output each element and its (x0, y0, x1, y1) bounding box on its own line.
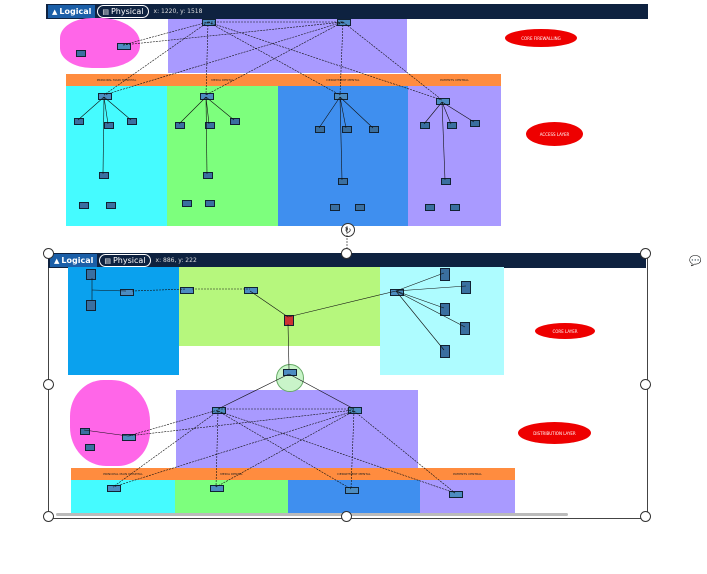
bottom-zone-cyan (71, 480, 175, 515)
top-phone-3[interactable] (342, 126, 352, 133)
bottom-wan-router-1[interactable] (180, 287, 194, 294)
bottom-zone-wan-green (179, 267, 381, 346)
bottom-edge-router[interactable] (283, 369, 297, 376)
top-band-3: DEPARTMENT MENTAL (278, 74, 408, 86)
resize-handle-top-right[interactable] (640, 248, 651, 259)
bottom-zone-server-blue (68, 267, 179, 375)
top-pc-1[interactable] (74, 118, 84, 125)
top-pc-2[interactable] (175, 122, 185, 129)
bottom-dmz-server-3[interactable] (440, 303, 450, 316)
bottom-firewall[interactable] (284, 315, 294, 326)
logical-icon: ▲ (54, 256, 60, 265)
bottom-admin-laptop[interactable] (85, 444, 95, 451)
bottom-tab-physical[interactable]: ▤ Physical (99, 254, 151, 267)
bottom-server-1[interactable] (86, 269, 96, 280)
top-admin-pc[interactable] (76, 50, 86, 57)
top-ap-1[interactable] (99, 172, 109, 179)
top-tab-logical[interactable]: ▲ Logical (48, 5, 96, 18)
top-access-switch-2[interactable] (200, 93, 214, 100)
resize-handle-bottom-middle[interactable] (341, 511, 352, 522)
bottom-admin-switch[interactable] (122, 434, 136, 441)
top-ap-3[interactable] (338, 178, 348, 185)
physical-page-icon: ▤ (102, 7, 109, 16)
top-laptop-1[interactable] (79, 202, 89, 209)
top-laptop-2[interactable] (182, 200, 192, 207)
rotate-handle-icon[interactable]: ↻ (341, 223, 355, 237)
bottom-dmz-server-5[interactable] (440, 345, 450, 358)
top-phone-4[interactable] (447, 122, 457, 129)
top-laptop-3[interactable] (330, 204, 340, 211)
resize-handle-middle-left[interactable] (43, 379, 54, 390)
bottom-oval-core: CORE LAYER (535, 323, 595, 339)
bottom-access-switch-3[interactable] (345, 487, 359, 494)
bottom-wan-router-2[interactable] (244, 287, 258, 294)
bottom-server-switch[interactable] (120, 289, 134, 296)
resize-handle-bottom-right[interactable] (640, 511, 651, 522)
top-tablet-2[interactable] (205, 200, 215, 207)
top-printer-2[interactable] (230, 118, 240, 125)
bottom-tab-logical[interactable]: ▲ Logical (50, 254, 98, 267)
bottom-band-2: MEDIA DENTAL (175, 468, 288, 480)
top-access-switch-3[interactable] (334, 93, 348, 100)
top-toolbar: ▲ Logical ▤ Physical x: 1220, y: 1518 (46, 4, 648, 19)
bottom-zone-purple (420, 480, 515, 515)
top-coordinates: x: 1220, y: 1518 (153, 8, 203, 15)
bottom-zone-blue (288, 480, 420, 515)
resize-handle-bottom-left[interactable] (43, 511, 54, 522)
top-zone-purple (408, 86, 501, 226)
top-tablet-4[interactable] (450, 204, 460, 211)
bottom-access-switch-4[interactable] (449, 491, 463, 498)
top-admin-switch[interactable] (117, 43, 131, 50)
top-printer-1[interactable] (127, 118, 137, 125)
top-oval-access: ACCESS LAYER (526, 122, 583, 146)
bottom-admin-cloud (70, 380, 150, 466)
bottom-access-switch-2[interactable] (210, 485, 224, 492)
bottom-zone-green (175, 480, 288, 515)
top-band-1: PRINCIPAL MAIN HOSPITAL (66, 74, 167, 86)
resize-handle-top-left[interactable] (43, 248, 54, 259)
bottom-server-2[interactable] (86, 300, 96, 311)
bottom-core-zone (176, 390, 418, 468)
bottom-dmz-server-2[interactable] (461, 281, 471, 294)
horizontal-scrollbar[interactable] (56, 513, 568, 516)
bottom-coordinates: x: 886, y: 222 (155, 257, 197, 264)
bottom-oval-distribution: DISTRIBUTION LAYER (518, 422, 591, 444)
resize-handle-top-middle[interactable] (341, 248, 352, 259)
top-zone-blue (278, 86, 408, 226)
bottom-toolbar: ▲ Logical ▤ Physical x: 886, y: 222 (48, 253, 646, 268)
top-phone-1[interactable] (104, 122, 114, 129)
bottom-dmz-server-4[interactable] (460, 322, 470, 335)
top-tablet-3[interactable] (355, 204, 365, 211)
top-ap-2[interactable] (203, 172, 213, 179)
physical-page-icon: ▤ (104, 256, 111, 265)
bottom-band-1: PRINCIPAL MAIN HOSPITAL (71, 468, 175, 480)
top-printer-3[interactable] (369, 126, 379, 133)
top-laptop-4[interactable] (425, 204, 435, 211)
top-tab-physical[interactable]: ▤ Physical (97, 5, 149, 18)
bottom-admin-pc[interactable] (80, 428, 90, 435)
add-note-icon[interactable]: 💬 (689, 256, 702, 267)
top-oval-core: CORE FIREWALLING (505, 29, 577, 47)
top-tablet-1[interactable] (106, 202, 116, 209)
resize-handle-middle-right[interactable] (640, 379, 651, 390)
top-access-switch-1[interactable] (98, 93, 112, 100)
top-printer-4[interactable] (470, 120, 480, 127)
bottom-band-3: DEPARTMENT MENTAL (288, 468, 420, 480)
bottom-band-4: PATIENTS CENTRAL (420, 468, 515, 480)
bottom-core-switch-1[interactable] (212, 407, 226, 414)
top-ap-4[interactable] (441, 178, 451, 185)
bottom-access-switch-1[interactable] (107, 485, 121, 492)
bottom-core-switch-2[interactable] (348, 407, 362, 414)
logical-icon: ▲ (52, 7, 58, 16)
top-phone-2[interactable] (205, 122, 215, 129)
top-band-2: MEDIA DENTAL (167, 74, 278, 86)
top-band-4: PATIENTS CENTRAL (408, 74, 501, 86)
